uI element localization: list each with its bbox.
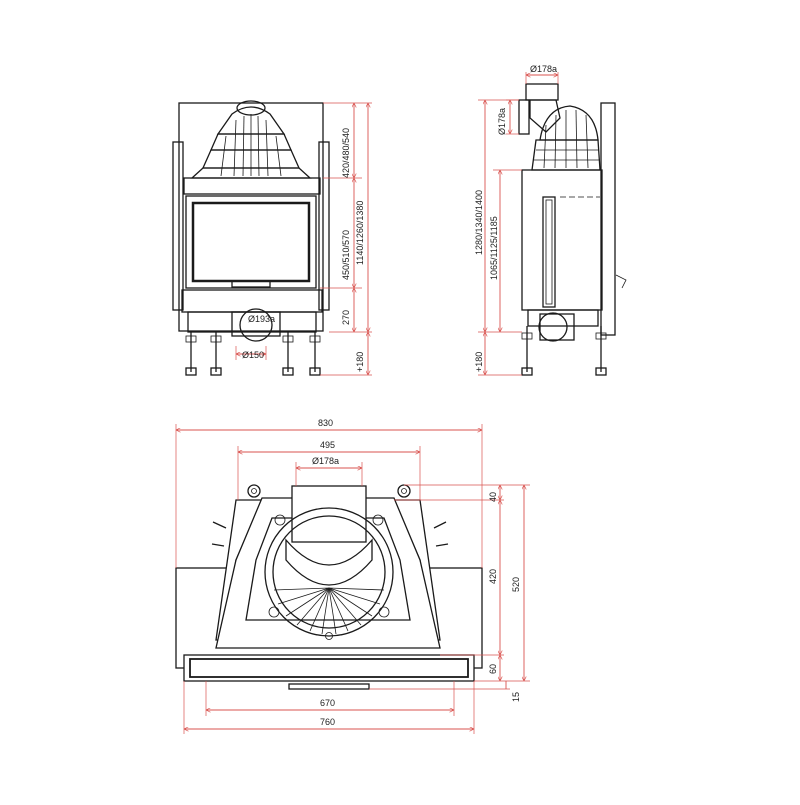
top-front-handle [288, 683, 370, 690]
top-depth-mid-label: 420 [488, 569, 498, 584]
top-side-stubs [211, 521, 449, 547]
front-outlet-dia-label: Ø150 [242, 350, 264, 360]
side-inlet-box [539, 313, 575, 341]
side-flue-top [525, 83, 559, 101]
side-back-plate [600, 102, 616, 336]
front-total-height-label: 1140/1260/1380 [355, 201, 365, 265]
top-depth-front-label: 60 [488, 664, 498, 674]
side-total-height-label: 1280/1340/1400 [474, 190, 484, 255]
top-radial-fins [273, 587, 385, 635]
front-door-height-label: 450/510/570 [341, 230, 351, 280]
top-ring-inner [272, 515, 386, 629]
front-glass [191, 201, 311, 283]
front-inlet-circle [239, 308, 273, 342]
side-body [521, 169, 603, 311]
front-door-frame [185, 195, 317, 289]
top-handle-depth-label: 15 [511, 692, 521, 702]
top-ring-outer [264, 507, 394, 637]
front-back-plate [178, 102, 324, 332]
front-inlet-dia-label: Ø193a [248, 314, 275, 324]
side-flue-elbow [529, 99, 561, 133]
side-view: Ø178a Ø178a 1280/1340/1400 1065/1125/118… [474, 64, 627, 376]
top-view: 830 495 Ø178a 40 420 520 60 15 670 760 [175, 418, 530, 734]
side-inlet [538, 312, 568, 342]
top-flue-collar [291, 485, 367, 543]
front-inlet-box [231, 311, 281, 337]
front-hood-height-label: 420/480/540 [341, 128, 351, 178]
side-body-height-label: 1065/1125/1185 [489, 216, 499, 280]
front-hood [190, 100, 312, 179]
side-dome [531, 105, 601, 171]
front-right-column [318, 141, 330, 311]
side-base [527, 309, 599, 327]
side-feet [521, 326, 607, 376]
side-flue-collar [518, 99, 530, 135]
side-bracket [615, 274, 627, 289]
front-feet [185, 332, 321, 376]
side-side-dia-label: Ø178a [497, 108, 507, 135]
top-depth-total-label: 520 [511, 577, 521, 592]
top-front-glass [189, 658, 469, 678]
front-feet-label: +180 [355, 352, 365, 372]
top-depth-back-label: 40 [488, 492, 498, 502]
front-top-plate [183, 177, 321, 195]
side-door-glass [542, 196, 556, 308]
top-right-bolt [397, 484, 411, 498]
front-door-handle [231, 280, 271, 288]
front-left-column [172, 141, 184, 311]
top-width-total-label: 830 [318, 418, 333, 428]
front-view: Ø150 Ø193a 420/480/540 450/510/570 270 1… [172, 100, 372, 376]
top-left-bolt [247, 484, 261, 498]
top-front-width-label: 670 [320, 698, 335, 708]
top-flue-dia-label: Ø178a [312, 456, 339, 466]
front-base [181, 289, 323, 313]
top-width-inner-label: 495 [320, 440, 335, 450]
front-base-height-label: 270 [341, 310, 351, 325]
side-top-dia-label: Ø178a [530, 64, 557, 74]
side-feet-label: +180 [474, 352, 484, 372]
top-body-width-label: 760 [320, 717, 335, 727]
top-flue-arc [285, 538, 373, 586]
